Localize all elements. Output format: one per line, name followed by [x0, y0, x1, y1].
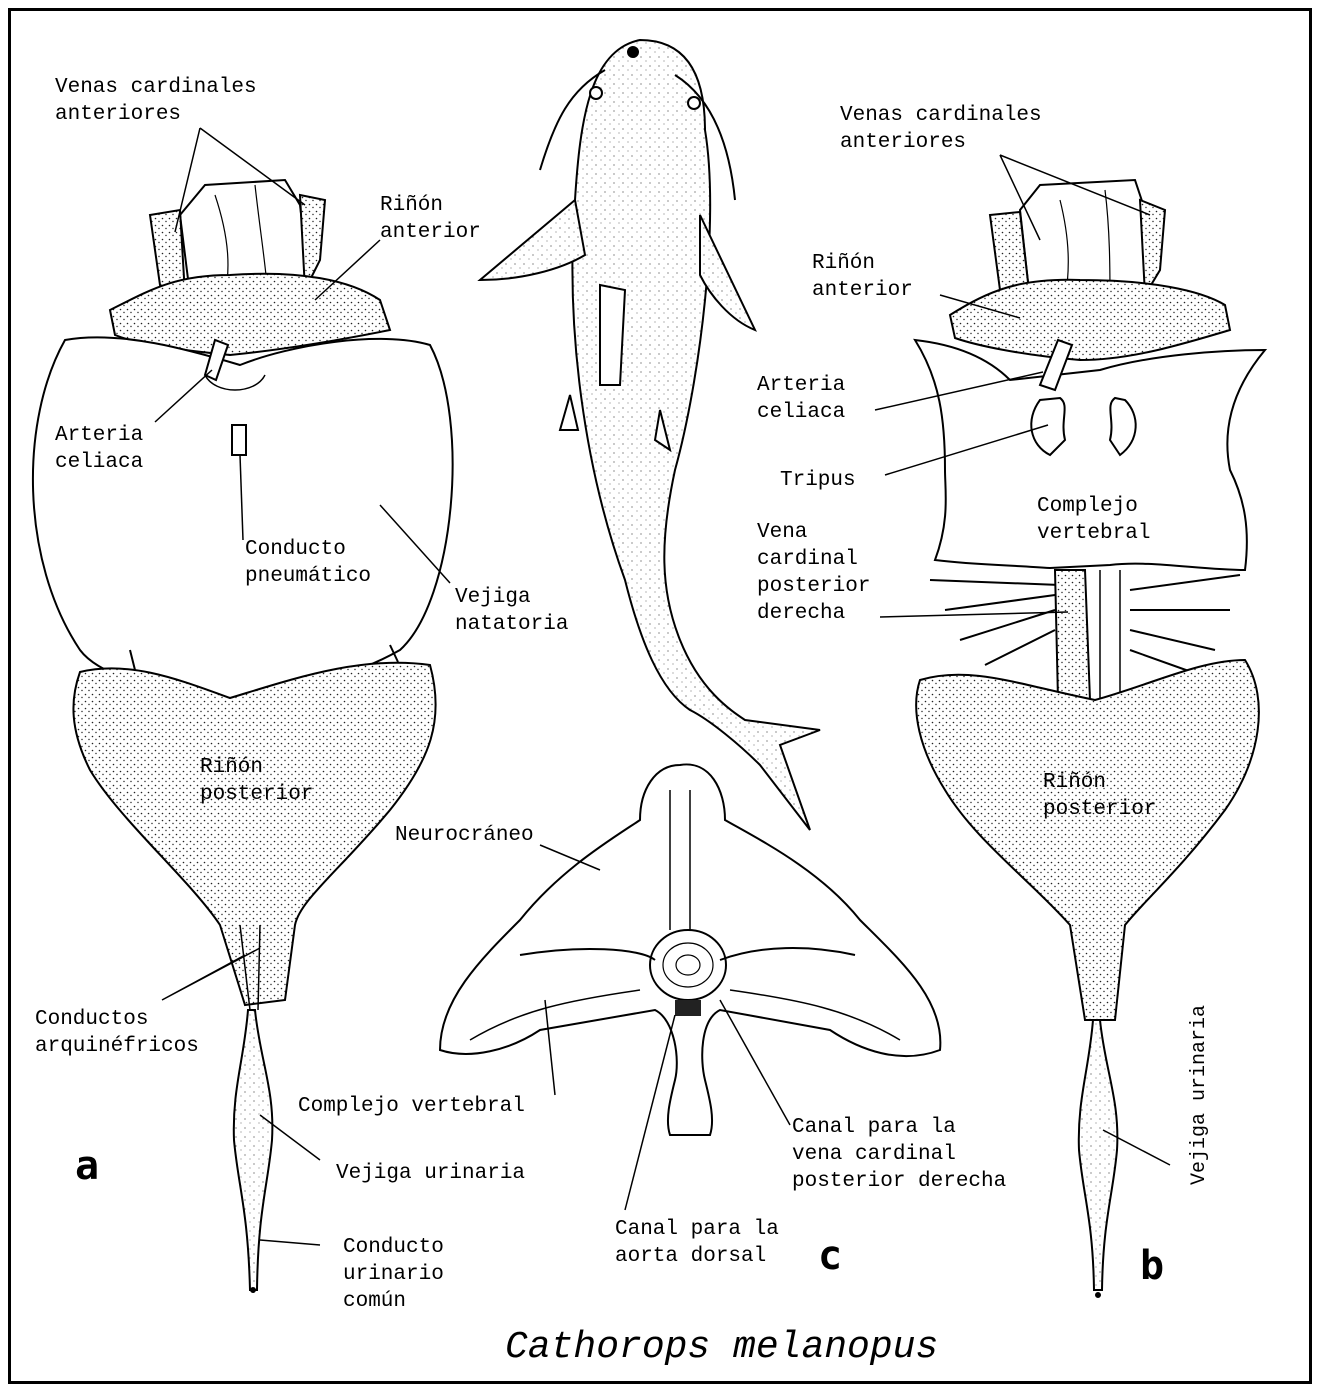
label-b-arteria-celiaca: Arteria celiaca	[757, 372, 845, 426]
panel-letter-b: b	[1140, 1246, 1164, 1286]
fish-drawing	[480, 40, 820, 830]
fish-body	[572, 40, 820, 830]
label-c-canal-vena: Canal para la vena cardinal posterior de…	[792, 1114, 1006, 1195]
a-urinary-bladder	[234, 1010, 273, 1290]
fish-pectoral-fin-left	[480, 200, 585, 280]
b-posterior-kidney	[916, 660, 1259, 1020]
b-cardinal-vein-posterior	[1055, 570, 1090, 700]
label-a-conductos-arquinefricos: Conductos arquinéfricos	[35, 1006, 199, 1060]
label-a-conducto-urinario: Conducto urinario común	[343, 1234, 444, 1315]
fish-pectoral-fin-right	[700, 215, 755, 330]
label-b-vena-cardinal: Vena cardinal posterior derecha	[757, 519, 870, 627]
panel-c-drawing	[440, 764, 940, 1135]
label-b-complejo-vertebral: Complejo vertebral	[1037, 493, 1150, 547]
panel-a-drawing	[33, 180, 453, 1292]
panel-letter-c: c	[818, 1236, 842, 1276]
fish-pelvic-fin	[600, 285, 625, 385]
label-b-rinon-anterior: Riñón anterior	[812, 250, 913, 304]
label-b-rinon-posterior: Riñón posterior	[1043, 769, 1156, 823]
label-a-venas-cardinales: Venas cardinales anteriores	[55, 74, 257, 128]
label-c-complejo-vertebral: Complejo vertebral	[298, 1093, 525, 1120]
label-a-rinon-posterior: Riñón posterior	[200, 754, 313, 808]
panel-letter-a: a	[75, 1146, 99, 1186]
label-b-venas-cardinales: Venas cardinales anteriores	[840, 102, 1042, 156]
a-posterior-kidney	[73, 663, 435, 1005]
label-a-conducto-pneumatico: Conducto pneumático	[245, 536, 371, 590]
label-a-vejiga-urinaria: Vejiga urinaria	[336, 1160, 525, 1187]
label-b-tripus: Tripus	[780, 467, 856, 494]
label-a-vejiga-natatoria: Vejiga natatoria	[455, 584, 568, 638]
c-vertebral-centrum	[650, 930, 726, 1000]
b-anterior-kidney	[950, 280, 1230, 360]
label-a-arteria-celiaca: Arteria celiaca	[55, 422, 143, 476]
b-urinary-bladder	[1079, 1020, 1118, 1290]
label-a-rinon-anterior: Riñón anterior	[380, 192, 481, 246]
b-cardinal-vein-right	[1140, 200, 1165, 295]
a-pneumatic-duct	[232, 425, 246, 455]
label-b-vejiga-urinaria: Vejiga urinaria	[1188, 1005, 1212, 1185]
label-c-neurocraneo: Neurocráneo	[395, 822, 534, 849]
species-title: Cathorops melanopus	[505, 1328, 938, 1368]
label-c-canal-aorta: Canal para la aorta dorsal	[615, 1216, 779, 1270]
